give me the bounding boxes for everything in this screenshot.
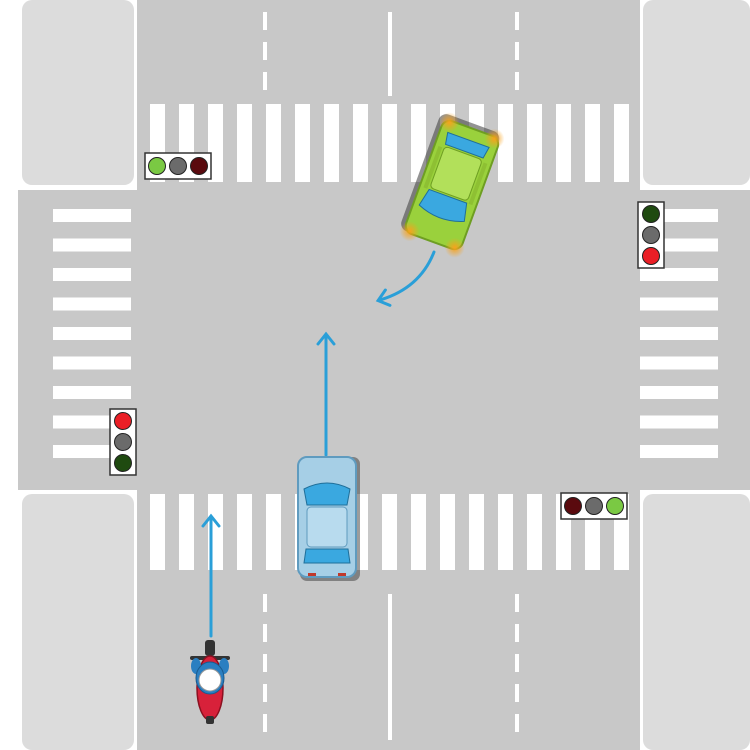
red-lamp-icon [564, 497, 582, 515]
lane-dash [515, 42, 519, 60]
red-lamp-icon [642, 247, 660, 265]
green-lamp-icon [606, 497, 624, 515]
lane-dash [515, 654, 519, 672]
green-car-icon [399, 112, 505, 258]
lane-dash [515, 72, 519, 90]
crosswalk-stripe [179, 494, 194, 570]
crosswalk-stripe [382, 494, 397, 570]
lane-markings [263, 12, 519, 740]
crosswalk-stripe [324, 104, 339, 182]
lane-dash [263, 594, 267, 612]
sidewalk-north-east [643, 0, 750, 185]
crosswalk-stripe [527, 494, 542, 570]
lane-dash [515, 594, 519, 612]
crosswalk-stripe [353, 104, 368, 182]
crosswalk-stripe [53, 209, 131, 222]
crosswalk-stripe [498, 494, 513, 570]
crosswalk-stripe [640, 297, 718, 311]
crosswalk-stripe [469, 494, 484, 570]
amber-lamp-icon [642, 226, 660, 244]
crosswalk-stripe [295, 104, 310, 182]
lane-dash [263, 714, 267, 732]
red-lamp-icon [114, 412, 132, 430]
sidewalk-south-west [22, 494, 134, 750]
lane-dash [263, 12, 267, 30]
crosswalk-stripe [53, 386, 131, 399]
lane-dash [515, 684, 519, 702]
green-lamp-icon [642, 205, 660, 223]
hazard-light-icon [484, 128, 505, 149]
lane-dash [515, 12, 519, 30]
crosswalk-stripe [53, 297, 131, 311]
crosswalk-stripe [527, 104, 542, 182]
crosswalk-stripe [411, 494, 426, 570]
horizontal-road [18, 190, 750, 490]
crosswalk-stripe [614, 104, 629, 182]
crosswalk-north [150, 104, 629, 182]
crosswalk-stripe [411, 104, 426, 182]
crosswalk-stripe [150, 494, 165, 570]
amber-lamp-icon [114, 433, 132, 451]
crosswalk-stripe [237, 494, 252, 570]
lane-center-line [388, 12, 392, 96]
hazard-light-icon [439, 112, 460, 133]
sidewalk-south-east [643, 494, 750, 750]
green-lamp-icon [114, 454, 132, 472]
rider-helmet-icon [198, 668, 222, 692]
lane-dash [263, 624, 267, 642]
lane-dash [263, 654, 267, 672]
amber-lamp-icon [169, 157, 187, 175]
crosswalk-stripe [640, 327, 718, 340]
lane-dash [263, 42, 267, 60]
crosswalk-stripe [53, 356, 131, 370]
crosswalk-stripe [53, 238, 131, 252]
crosswalk-stripe [640, 415, 718, 429]
lane-dash [263, 684, 267, 702]
crosswalk-south [150, 494, 629, 570]
traffic-light-north-west [144, 152, 212, 180]
crosswalk-stripe [640, 386, 718, 399]
crosswalk-stripe [640, 356, 718, 370]
amber-lamp-icon [585, 497, 603, 515]
blue-car-icon [297, 456, 360, 581]
crosswalk-stripe [440, 494, 455, 570]
lane-dash [263, 72, 267, 90]
traffic-light-west [109, 408, 137, 476]
lane-dash [515, 624, 519, 642]
lane-dash [515, 714, 519, 732]
hazard-light-icon [444, 237, 465, 258]
red-lamp-icon [190, 157, 208, 175]
crosswalk-stripe [640, 268, 718, 281]
motorcycle-icon [190, 640, 230, 724]
green-car-left-turn-arrow [375, 250, 436, 307]
lane-center-line [388, 594, 392, 740]
crosswalk-stripe [556, 104, 571, 182]
traffic-light-south-east [560, 492, 628, 520]
traffic-light-east [637, 201, 665, 269]
crosswalk-stripe [53, 327, 131, 340]
crosswalk-stripe [266, 494, 281, 570]
crosswalk-stripe [382, 104, 397, 182]
hazard-light-icon [399, 221, 420, 242]
sidewalk-corners [22, 0, 750, 750]
crosswalk-stripe [498, 104, 513, 182]
sidewalk-north-west [22, 0, 134, 185]
crosswalk-stripe [237, 104, 252, 182]
green-lamp-icon [148, 157, 166, 175]
crosswalk-stripe [640, 445, 718, 458]
crosswalk-stripe [266, 104, 281, 182]
crosswalk-stripe [53, 268, 131, 281]
crosswalk-stripe [585, 104, 600, 182]
